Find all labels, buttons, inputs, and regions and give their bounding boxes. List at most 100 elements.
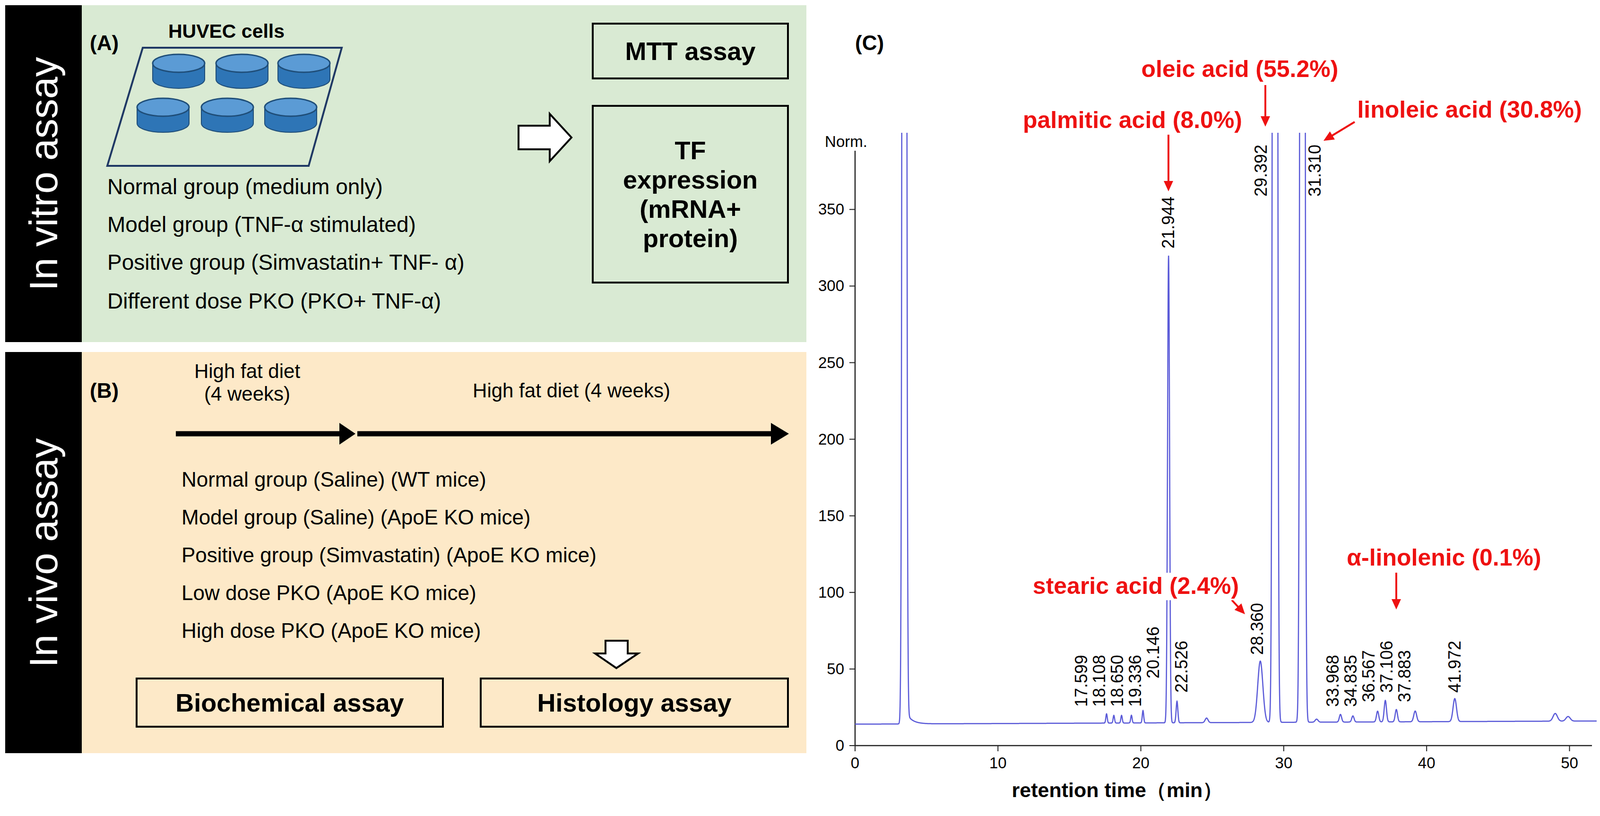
panel-label: (A) (89, 31, 119, 56)
text-holder: 200 (818, 430, 845, 449)
panel-label: (C) (855, 31, 884, 56)
text-holder: 0 (850, 754, 860, 773)
compound-annotation: stearic acid (2.4%) (1030, 572, 1241, 601)
dish-top (216, 54, 269, 73)
dish-top (201, 98, 254, 117)
text-holder: 18.650 (1108, 653, 1126, 710)
tick-label: 20 (1132, 754, 1150, 773)
y-tick (849, 362, 856, 364)
y-tick (849, 668, 856, 670)
text-holder: (C) (855, 31, 884, 56)
text-holder: 31.310 (1306, 142, 1324, 199)
arrow-shaft (1330, 121, 1355, 138)
text-holder: 22.526 (1173, 639, 1191, 695)
text-holder: High fat diet (4 weeks) (472, 379, 671, 403)
dish-top (152, 54, 205, 73)
text-holder: 50 (826, 660, 845, 679)
assay-panel: (A)HUVEC cellsNormal group (medium only)… (81, 5, 807, 343)
text-holder: 250 (818, 354, 845, 372)
y-tick (849, 439, 856, 441)
text-holder: 29.392 (1252, 142, 1270, 199)
tick-label: 300 (818, 276, 845, 295)
y-tick (849, 515, 856, 517)
text-holder: palmitic acid (8.0%) (1020, 106, 1245, 135)
section-title: In vivo assay (20, 438, 67, 668)
arrow-shaft (1264, 85, 1267, 120)
output-box: MTT assay (591, 22, 789, 80)
peak-retention-time: 37.106 (1378, 639, 1396, 695)
panel-label: (B) (89, 379, 119, 404)
text-holder: linoleic acid (30.8%) (1355, 96, 1584, 124)
tick-label: 100 (818, 583, 845, 602)
box-text: Histology assay (536, 688, 732, 718)
peak-retention-time: 21.944 (1159, 194, 1177, 251)
text-holder: Low dose PKO (ApoE KO mice) (181, 581, 477, 606)
section-bar: In vitro assay (5, 5, 82, 343)
culture-dish (137, 98, 190, 133)
text-holder: Model group (TNF-α stimulated) (107, 212, 416, 238)
dish-top (137, 98, 190, 117)
culture-dish (277, 54, 330, 89)
annotation-arrow (1260, 85, 1271, 127)
text-holder: (B) (89, 379, 119, 404)
compound-annotation: α-linolenic (0.1%) (1344, 544, 1543, 572)
output-box: Biochemical assay (135, 677, 444, 728)
culture-dish (216, 54, 269, 89)
arrow-head (1323, 131, 1335, 141)
axes (849, 132, 1592, 752)
text-holder: In vitro assay (20, 56, 67, 291)
tick-label: 350 (818, 200, 845, 219)
text-holder: High fat diet (4 weeks) (188, 360, 307, 407)
hollow-arrow (518, 113, 572, 162)
peak-retention-time: 19.336 (1126, 653, 1144, 710)
timeline-arrow-head (339, 423, 356, 445)
peak-retention-time: 33.968 (1324, 653, 1342, 710)
group-item: Positive group (Simvastatin) (ApoE KO mi… (181, 543, 597, 568)
peak-retention-time: 29.392 (1252, 142, 1270, 199)
text-holder: Positive group (Simvastatin) (ApoE KO mi… (181, 543, 597, 568)
text-holder: 20.146 (1144, 624, 1162, 681)
group-item: Model group (Saline) (ApoE KO mice) (181, 505, 531, 530)
tick-label: 200 (818, 430, 845, 449)
annotation-arrow (1163, 134, 1174, 192)
annotation-arrow (1391, 572, 1402, 610)
group-item: Positive group (Simvastatin+ TNF- α) (107, 250, 465, 276)
arrow-head (1260, 116, 1271, 127)
text-holder: 21.944 (1159, 194, 1177, 251)
group-item: Different dose PKO (PKO+ TNF-α) (107, 288, 442, 314)
annotation-arrows (1163, 85, 1402, 615)
x-tick (1426, 745, 1428, 752)
text-holder: 100 (818, 583, 845, 602)
text-holder: α-linolenic (0.1%) (1344, 544, 1543, 572)
text-holder: 10 (989, 754, 1007, 773)
compound-annotation: palmitic acid (8.0%) (1020, 106, 1245, 135)
group-item: Normal group (medium only) (107, 174, 383, 200)
cell-plate (107, 47, 342, 166)
section-bar: In vivo assay (5, 352, 82, 754)
compound-annotation: oleic acid (55.2%) (1139, 55, 1341, 84)
text-holder: 150 (818, 507, 845, 526)
x-tick (997, 745, 999, 752)
timeline-arrow-shaft (175, 431, 341, 437)
culture-dish (201, 98, 254, 133)
text-holder: Norm. (822, 132, 870, 151)
text-holder: Positive group (Simvastatin+ TNF- α) (107, 250, 465, 276)
text-holder: High dose PKO (ApoE KO mice) (181, 619, 481, 644)
text-holder: 33.968 (1324, 653, 1342, 710)
tick-label: 10 (989, 754, 1007, 773)
text-holder: 41.972 (1446, 639, 1464, 695)
tick-label: 50 (826, 660, 845, 679)
text-holder: 50 (1560, 754, 1579, 773)
dish-top (277, 54, 330, 73)
box-text: MTT assay (624, 36, 756, 66)
timeline-label: High fat diet (4 weeks) (188, 360, 307, 407)
dish-top (264, 98, 317, 117)
tick-label: 0 (835, 736, 845, 755)
group-item: High dose PKO (ApoE KO mice) (181, 619, 481, 644)
annotation-arrow (1323, 121, 1355, 141)
peak-retention-time: 17.599 (1072, 653, 1090, 710)
peak-retention-time: 41.972 (1446, 639, 1464, 695)
peak-retention-time: 22.526 (1173, 639, 1191, 695)
y-tick (849, 592, 856, 594)
